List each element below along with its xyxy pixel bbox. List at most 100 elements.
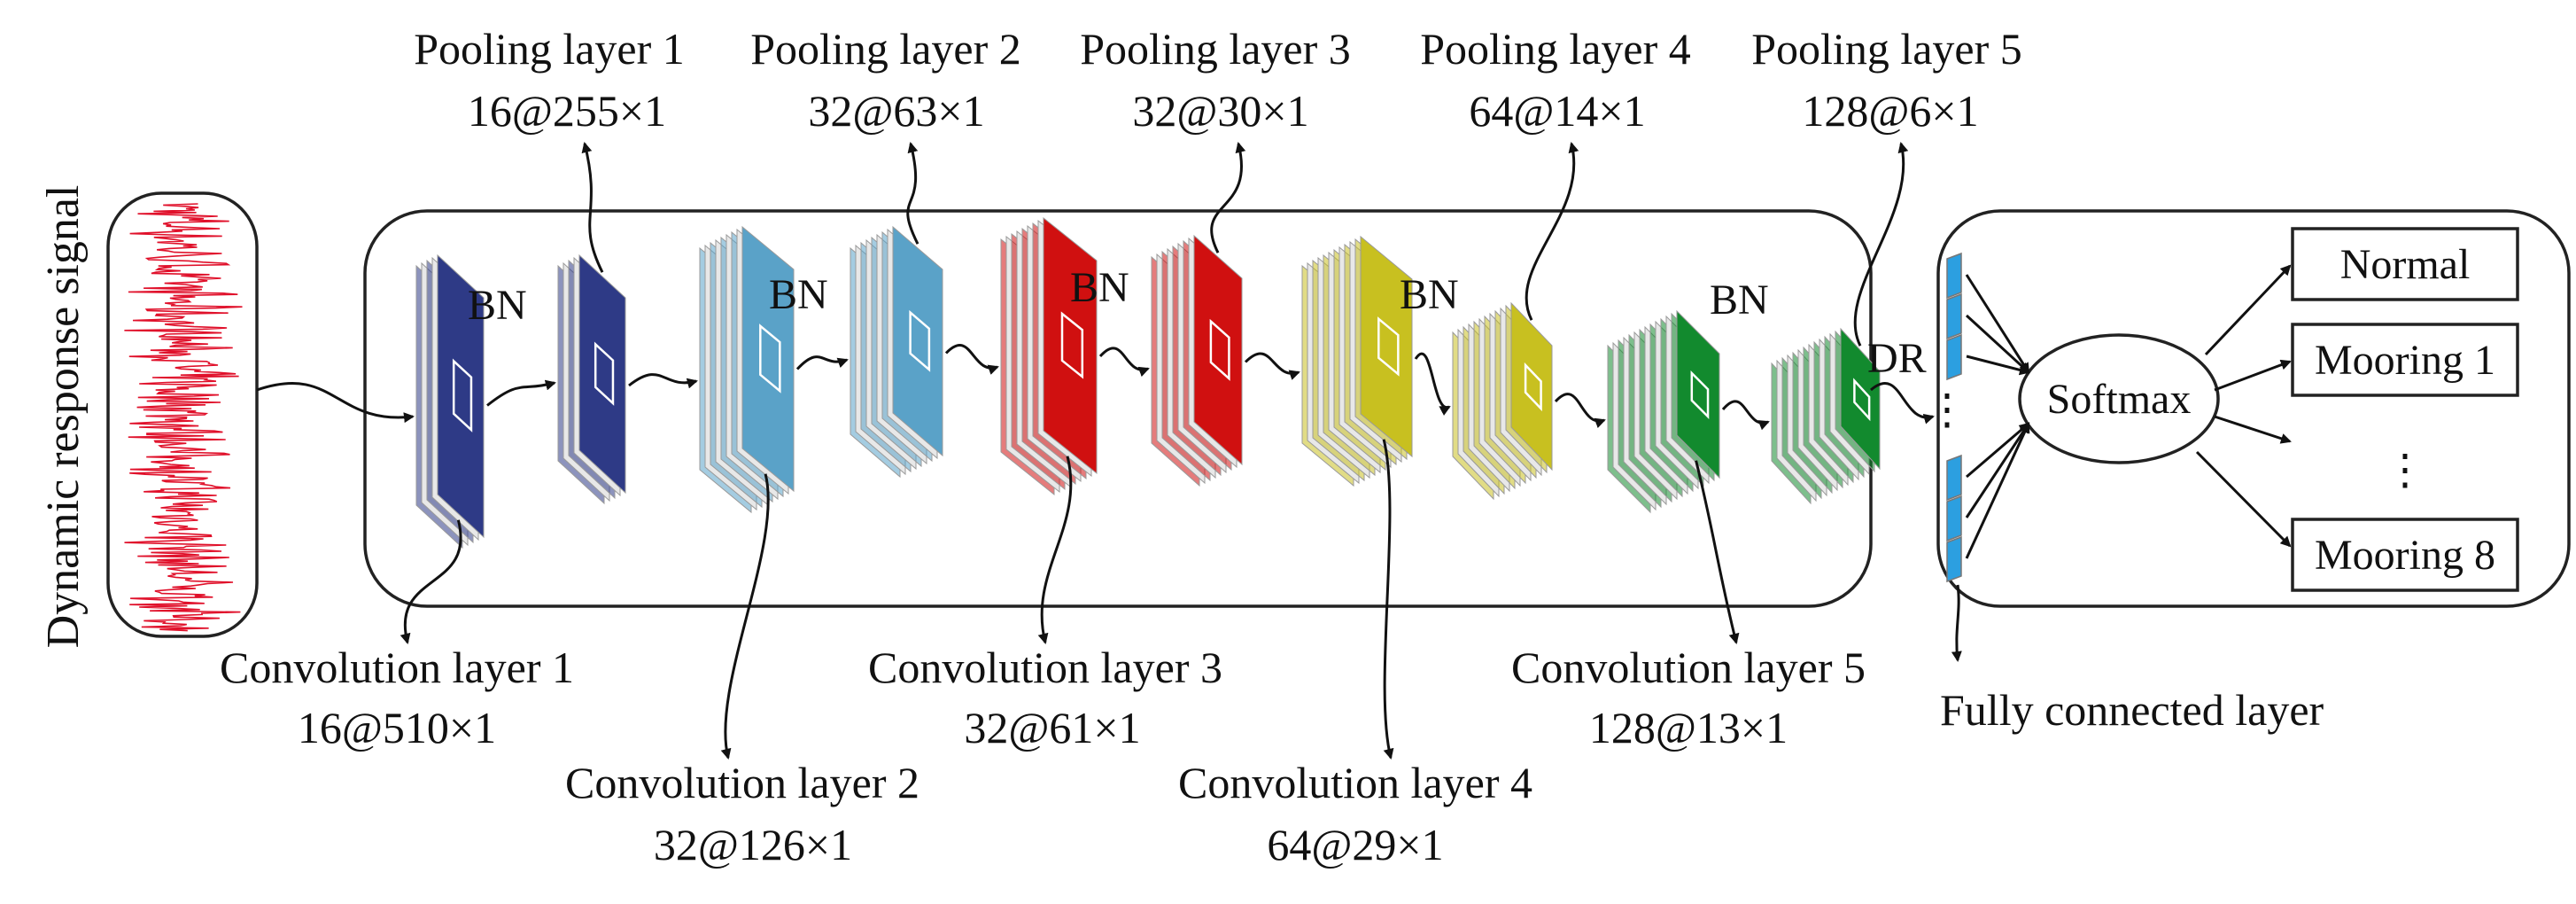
layer-stack-conv-5 (1607, 309, 1720, 514)
pooling-pointer-2 (906, 142, 919, 245)
fc-to-softmax-arrow (1965, 422, 2030, 518)
convolution-pointer-2 (720, 473, 770, 760)
softmax-to-mooring-8-arrow (2195, 450, 2292, 548)
convolution-pointer-4 (1382, 439, 1394, 760)
feature-map (741, 225, 795, 493)
filter-window-icon (1524, 362, 1542, 412)
curved-connector-icon (944, 344, 999, 375)
convolution-layer-3-name: Convolution layer 3 (868, 643, 1222, 692)
filter-window-icon (909, 309, 931, 372)
curved-connector-icon (1244, 352, 1300, 380)
fc-unit (1946, 495, 1962, 542)
bn-label-4: BN (1400, 271, 1459, 318)
softmax-to-ellipsis-arrow (2214, 415, 2292, 444)
fc-unit (1946, 454, 1962, 502)
pooling-labels: Pooling layer 1 16@255×1 Pooling layer 2… (414, 24, 2022, 136)
filter-window-icon (1060, 311, 1084, 379)
convolution-layer-4-dims: 64@29×1 (1267, 820, 1443, 869)
output-label-normal: Normal (2340, 241, 2471, 288)
convolution-layer-3-dims: 32@61×1 (964, 703, 1140, 752)
input-signal-box (106, 191, 259, 638)
pooling-layer-5-name: Pooling layer 5 (1751, 24, 2022, 74)
fc-to-softmax-arrow (1966, 355, 2030, 376)
pooling-layer-2-dims: 32@63×1 (808, 86, 984, 136)
convolution-pointer-3 (1037, 456, 1073, 644)
filter-window-icon (452, 358, 473, 433)
layer-stacks (415, 216, 1881, 549)
fc-unit (1946, 252, 1962, 300)
convolution-layer-2-name: Convolution layer 2 (565, 758, 919, 807)
output-ellipsis: ⋮ (2384, 447, 2426, 494)
signal-waveform (124, 203, 243, 632)
fc-to-softmax-arrow (1965, 314, 2030, 374)
fc-unit (1946, 333, 1962, 381)
convolution-layer-2-dims: 32@126×1 (654, 820, 852, 869)
softmax-label: Softmax (2047, 376, 2192, 423)
input-label: Dynamic response signal (38, 185, 89, 649)
connectors (256, 142, 1935, 760)
feature-map (1193, 234, 1243, 466)
dropout-label: DR (1867, 335, 1927, 382)
curved-connector-icon (1098, 347, 1150, 378)
fc-unit (1946, 535, 1962, 583)
feature-map (892, 225, 943, 457)
layer-stack-pool-3 (1151, 234, 1243, 487)
curved-connector-icon (1414, 352, 1451, 416)
classifier-arrows (1965, 264, 2292, 559)
pooling-layer-3-name: Pooling layer 3 (1080, 24, 1351, 74)
convolution-layer-5-dims: 128@13×1 (1589, 703, 1788, 752)
fc-to-softmax-arrow (1966, 422, 2030, 479)
softmax-to-mooring-1-arrow (2214, 359, 2292, 392)
fc-ellipsis: ⋮ (1926, 386, 1968, 433)
filter-window-icon (759, 323, 781, 394)
convolution-layer-5-name: Convolution layer 5 (1511, 643, 1866, 692)
curved-connector-icon (486, 379, 556, 407)
softmax-to-normal-arrow (2204, 264, 2292, 356)
convolution-layer-1-name: Convolution layer 1 (220, 643, 574, 692)
fully-connected-units (1946, 252, 1962, 662)
pooling-layer-4-name: Pooling layer 4 (1420, 24, 1691, 74)
convolution-layer-1-dims: 16@510×1 (298, 703, 496, 752)
layer-stack-pool-2 (850, 225, 943, 479)
classifier-box (1936, 209, 2571, 608)
filter-window-icon (1209, 318, 1230, 381)
feature-map (1360, 235, 1413, 458)
bn-label-1: BN (468, 282, 527, 329)
curved-connector-icon (628, 373, 698, 389)
fc-to-softmax-arrow (1965, 422, 2030, 559)
pooling-layer-3-dims: 32@30×1 (1132, 86, 1308, 136)
convolution-labels: Convolution layer 1 16@510×1 Convolution… (220, 643, 1866, 869)
input-connector (256, 381, 415, 424)
feature-map (1043, 216, 1098, 475)
layer-stack-conv-2 (699, 225, 795, 514)
fc-unit (1946, 292, 1962, 340)
pooling-pointer-3 (1210, 142, 1246, 253)
output-box-mooring-1 (2291, 323, 2519, 397)
feature-map (1840, 327, 1881, 471)
pooling-pointer-1 (581, 142, 604, 273)
fc-to-softmax-arrow (1965, 274, 2030, 374)
signal-trace (124, 203, 243, 632)
layer-stack-pool-5 (1771, 327, 1881, 505)
output-label-mooring-8: Mooring 8 (2315, 532, 2495, 579)
convolution-pointer-1 (400, 519, 462, 644)
pooling-layer-4-dims: 64@14×1 (1469, 86, 1645, 136)
curved-connector-icon (1721, 400, 1770, 431)
pooling-layer-1-name: Pooling layer 1 (414, 24, 685, 74)
feature-map (1510, 301, 1553, 471)
feature-map (437, 253, 485, 539)
pooling-layer-1-dims: 16@255×1 (468, 86, 666, 136)
layer-stack-conv-1 (415, 253, 485, 549)
fc-layer-label: Fully connected layer (1940, 685, 2324, 735)
filter-window-icon (1853, 378, 1871, 422)
filter-window-icon (1690, 370, 1710, 420)
fc-label-pointer (1951, 584, 1962, 662)
bn-label-5: BN (1710, 277, 1769, 323)
layer-stack-pool-4 (1452, 301, 1553, 501)
pooling-pointer-5 (1853, 142, 1909, 347)
output-box-normal (2291, 227, 2519, 301)
softmax-node (2018, 333, 2220, 464)
convolution-layer-4-name: Convolution layer 4 (1178, 758, 1532, 807)
